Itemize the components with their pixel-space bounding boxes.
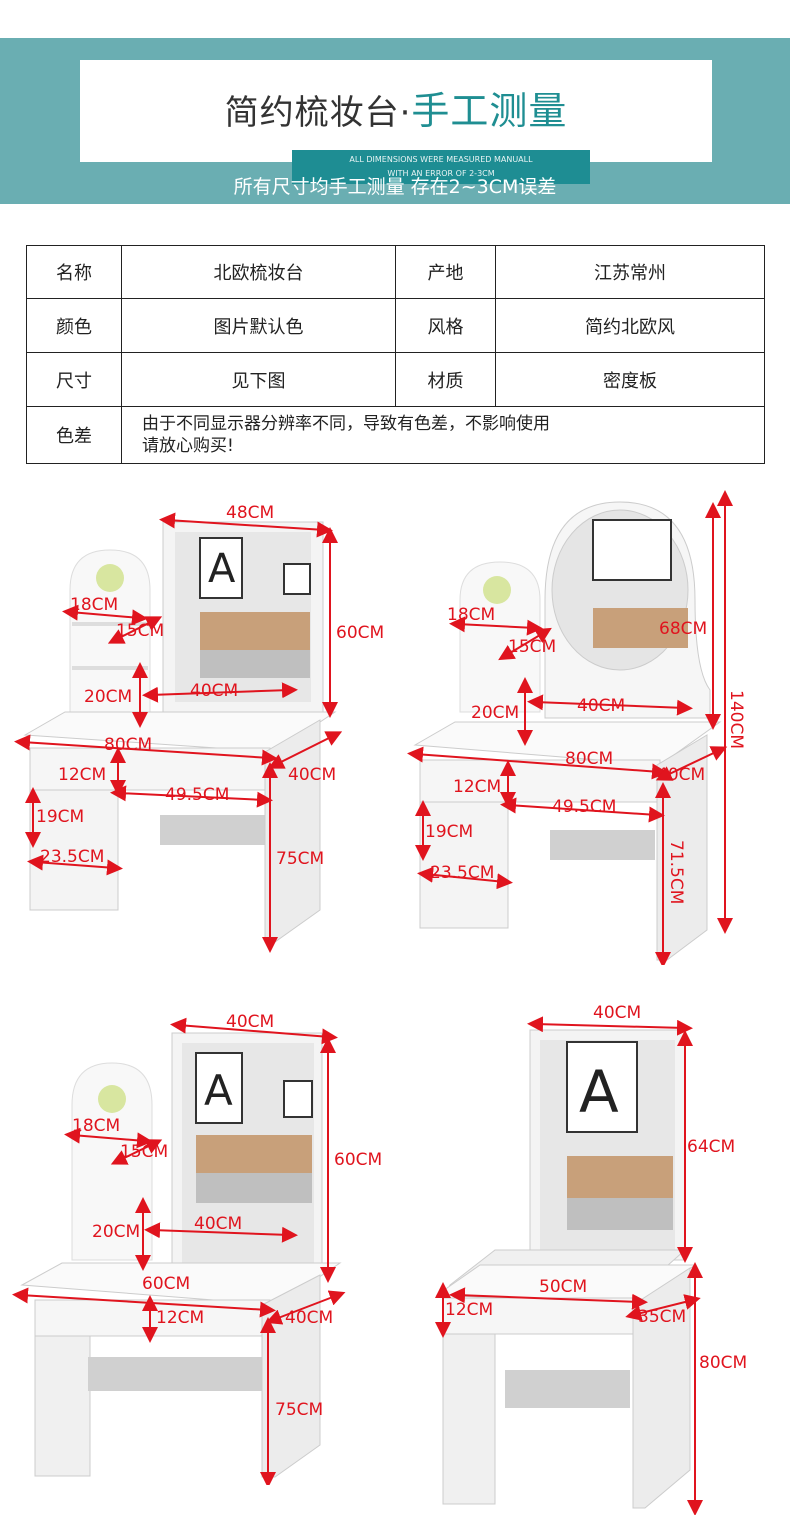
dim-label: 64CM	[687, 1137, 735, 1157]
english-line2: WITH AN ERROR OF 2-3CM	[387, 169, 495, 178]
dim-label: 18CM	[447, 605, 495, 625]
table-row: 色差 由于不同显示器分辨率不同，导致有色差，不影响使用 请放心购买!	[26, 406, 765, 464]
dim-label: 80CM	[565, 749, 613, 769]
dim-label: 20CM	[92, 1222, 140, 1242]
dim-label: 71.5CM	[666, 840, 686, 904]
dim-label: 140CM	[726, 690, 746, 749]
dim-label: 75CM	[276, 849, 324, 869]
note-line2: 请放心购买!	[142, 436, 234, 456]
svg-text:A: A	[204, 1066, 233, 1115]
svg-text:A: A	[579, 1058, 619, 1126]
table-row: 尺寸 见下图 材质 密度板	[26, 352, 765, 407]
spec-key: 颜色	[26, 298, 122, 353]
dim-label: 40CM	[577, 696, 625, 716]
spec-key: 材质	[395, 352, 496, 407]
dim-label: 19CM	[36, 807, 84, 827]
title-accent: 手工测量	[411, 89, 568, 133]
spec-value: 见下图	[121, 352, 396, 407]
dresser-diagram-c: A 40CM 60CM 18CM 15CM 20CM 40CM 60CM 40C…	[12, 1012, 382, 1485]
table-row: 颜色 图片默认色 风格 简约北欧风	[26, 298, 765, 353]
dim-label: 15CM	[508, 637, 556, 657]
dim-label: 40CM	[593, 1003, 641, 1023]
dresser-diagram-a: A 48CM 60CM 18CM 15CM 20CM 40CM 80CM 40C…	[14, 503, 384, 953]
dresser-diagram-d: A 40CM 64CM 50CM 12CM 35CM 80CM	[435, 1003, 747, 1515]
title-box: 简约梳妆台·手工测量 ALL DIMENSIONS WERE MEASURED …	[80, 60, 712, 184]
page-title: 简约梳妆台·手工测量	[80, 80, 712, 135]
spec-value: 密度板	[495, 352, 765, 407]
header-banner: 简约梳妆台·手工测量 ALL DIMENSIONS WERE MEASURED …	[0, 38, 790, 204]
dim-label: 80CM	[699, 1353, 747, 1373]
subtitle: 所有尺寸均手工测量 存在2~3CM误差	[233, 176, 557, 198]
table-row: 名称 北欧梳妆台 产地 江苏常州	[26, 245, 765, 299]
dim-label: 12CM	[445, 1300, 493, 1320]
dim-label: 19CM	[425, 822, 473, 842]
note-line1: 由于不同显示器分辨率不同，导致有色差，不影响使用	[142, 414, 550, 434]
dim-label: 49.5CM	[165, 785, 229, 805]
dim-label: 40CM	[288, 765, 336, 785]
spec-value: 图片默认色	[121, 298, 396, 353]
dim-label: 40CM	[226, 1012, 274, 1032]
spec-table: 名称 北欧梳妆台 产地 江苏常州 颜色 图片默认色 风格 简约北欧风 尺寸 见下…	[26, 245, 765, 464]
dim-label: 48CM	[226, 503, 274, 523]
dim-label: 40CM	[190, 681, 238, 701]
dim-label: 40CM	[194, 1214, 242, 1234]
spec-key: 尺寸	[26, 352, 122, 407]
dim-label: 40CM	[657, 765, 705, 785]
dim-label: 15CM	[116, 621, 164, 641]
dim-label: 20CM	[84, 687, 132, 707]
dim-label: 49.5CM	[552, 797, 616, 817]
svg-text:A: A	[208, 546, 236, 592]
dim-label: 12CM	[453, 777, 501, 797]
spec-key: 色差	[26, 406, 122, 464]
spec-value: 简约北欧风	[495, 298, 765, 353]
spec-key: 风格	[395, 298, 496, 353]
english-note: ALL DIMENSIONS WERE MEASURED MANUALL WIT…	[292, 150, 590, 184]
dim-label: 40CM	[285, 1308, 333, 1328]
dim-label: 60CM	[336, 623, 384, 643]
spec-value: 江苏常州	[495, 245, 765, 299]
dim-label: 12CM	[58, 765, 106, 785]
dim-label: 80CM	[104, 735, 152, 755]
dim-label: 18CM	[70, 595, 118, 615]
dim-label: 23.5CM	[430, 863, 494, 883]
dim-label: 68CM	[659, 619, 707, 639]
spec-key: 名称	[26, 245, 122, 299]
spec-value: 北欧梳妆台	[121, 245, 396, 299]
dim-label: 18CM	[72, 1116, 120, 1136]
dim-label: 12CM	[156, 1308, 204, 1328]
dim-label: 60CM	[334, 1150, 382, 1170]
english-line1: ALL DIMENSIONS WERE MEASURED MANUALL	[349, 155, 533, 164]
dim-label: 23.5CM	[40, 847, 104, 867]
dim-label: 50CM	[539, 1277, 587, 1297]
dim-label: 15CM	[120, 1142, 168, 1162]
dim-label: 20CM	[471, 703, 519, 723]
spec-key: 产地	[395, 245, 496, 299]
dim-label: 35CM	[638, 1307, 686, 1327]
color-difference-note: 由于不同显示器分辨率不同，导致有色差，不影响使用 请放心购买!	[121, 406, 765, 464]
dim-label: 75CM	[275, 1400, 323, 1420]
dim-label: 60CM	[142, 1274, 190, 1294]
dresser-diagram-b: 140CM 68CM 18CM 15CM 20CM 40CM 80CM 40CM…	[407, 490, 746, 965]
title-main: 简约梳妆台·	[224, 93, 412, 133]
